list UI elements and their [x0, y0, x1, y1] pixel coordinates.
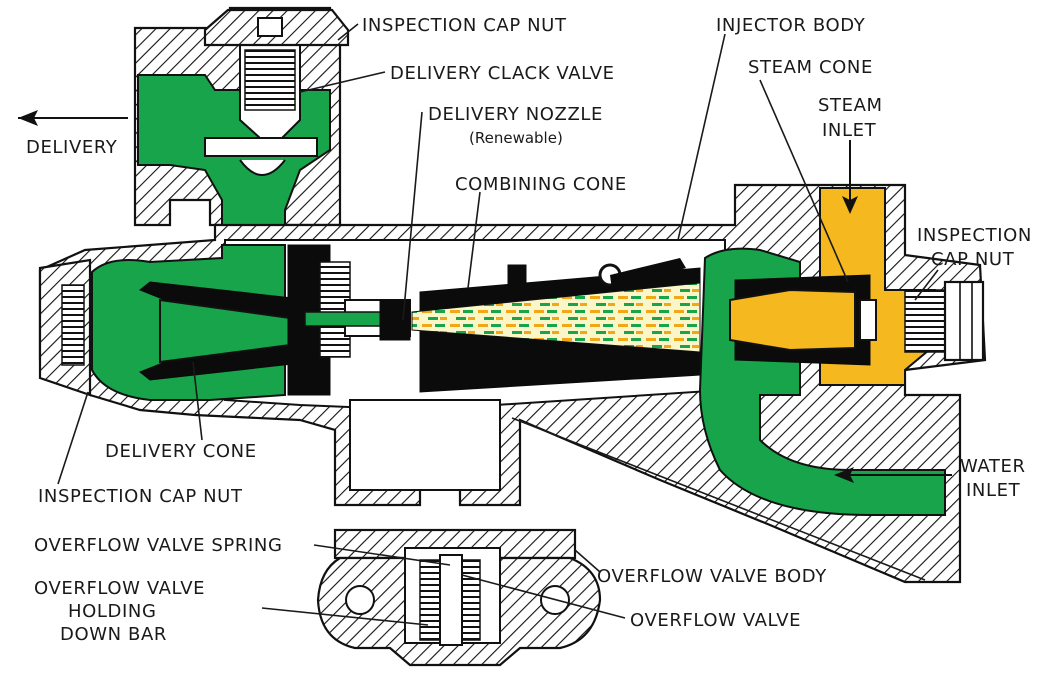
steam-cone — [729, 288, 856, 352]
label-overflow-valve-spring: OVERFLOW VALVE SPRING — [34, 535, 283, 556]
label-delivery-nozzle: DELIVERY NOZZLE — [428, 104, 603, 125]
leader-lines — [57, 23, 939, 626]
overflow-valve-assembly — [316, 528, 602, 667]
delivery-arrow — [18, 110, 128, 126]
label-delivery: DELIVERY — [26, 137, 118, 158]
overflow-chamber — [349, 399, 501, 491]
label-delivery-nozzle-note: (Renewable) — [469, 129, 563, 147]
bolt-hole-left — [345, 585, 375, 615]
label-steam-inlet-line1: STEAM — [818, 95, 883, 116]
combining-cone-flap — [610, 258, 686, 290]
combining-cone — [411, 258, 701, 393]
label-inspection-cap-nut-right-line2: CAP NUT — [931, 249, 1015, 270]
label-delivery-cone: DELIVERY CONE — [105, 441, 257, 462]
label-delivery-clack-valve: DELIVERY CLACK VALVE — [390, 63, 615, 84]
overflow-valve-stem — [439, 554, 463, 646]
label-water-inlet-line2: INLET — [966, 480, 1021, 501]
label-inspection-cap-nut-right-line1: INSPECTION — [917, 225, 1032, 246]
left-inspection-cap-nut — [38, 258, 92, 397]
steam-inlet-arrow — [842, 140, 858, 214]
cap-nut-stem — [257, 17, 283, 37]
label-overflow-valve-holding-line2: HOLDING — [68, 601, 157, 622]
label-overflow-valve: OVERFLOW VALVE — [630, 610, 801, 631]
label-steam-inlet-line2: INLET — [822, 120, 877, 141]
label-injector-body: INJECTOR BODY — [716, 15, 866, 36]
delivery-nozzle — [287, 244, 411, 396]
clack-valve-seat — [204, 137, 318, 157]
label-inspection-cap-nut-bottom: INSPECTION CAP NUT — [38, 486, 243, 507]
label-overflow-valve-body: OVERFLOW VALVE BODY — [597, 566, 827, 587]
clack-valve-lip — [239, 159, 286, 176]
label-water-inlet-line1: WATER — [960, 456, 1026, 477]
label-overflow-valve-holding-line1: OVERFLOW VALVE — [34, 578, 205, 599]
clack-valve-threads — [244, 49, 296, 111]
combining-jet — [411, 282, 701, 353]
delivery-clack-housing — [133, 6, 350, 246]
label-steam-cone: STEAM CONE — [748, 57, 873, 78]
right-inspection-cap-nut — [904, 280, 985, 362]
label-overflow-valve-holding-line3: DOWN BAR — [60, 624, 167, 645]
label-inspection-cap-nut-top: INSPECTION CAP NUT — [362, 15, 567, 36]
label-combining-cone: COMBINING CONE — [455, 174, 627, 195]
water-inlet-arrow — [834, 467, 952, 483]
